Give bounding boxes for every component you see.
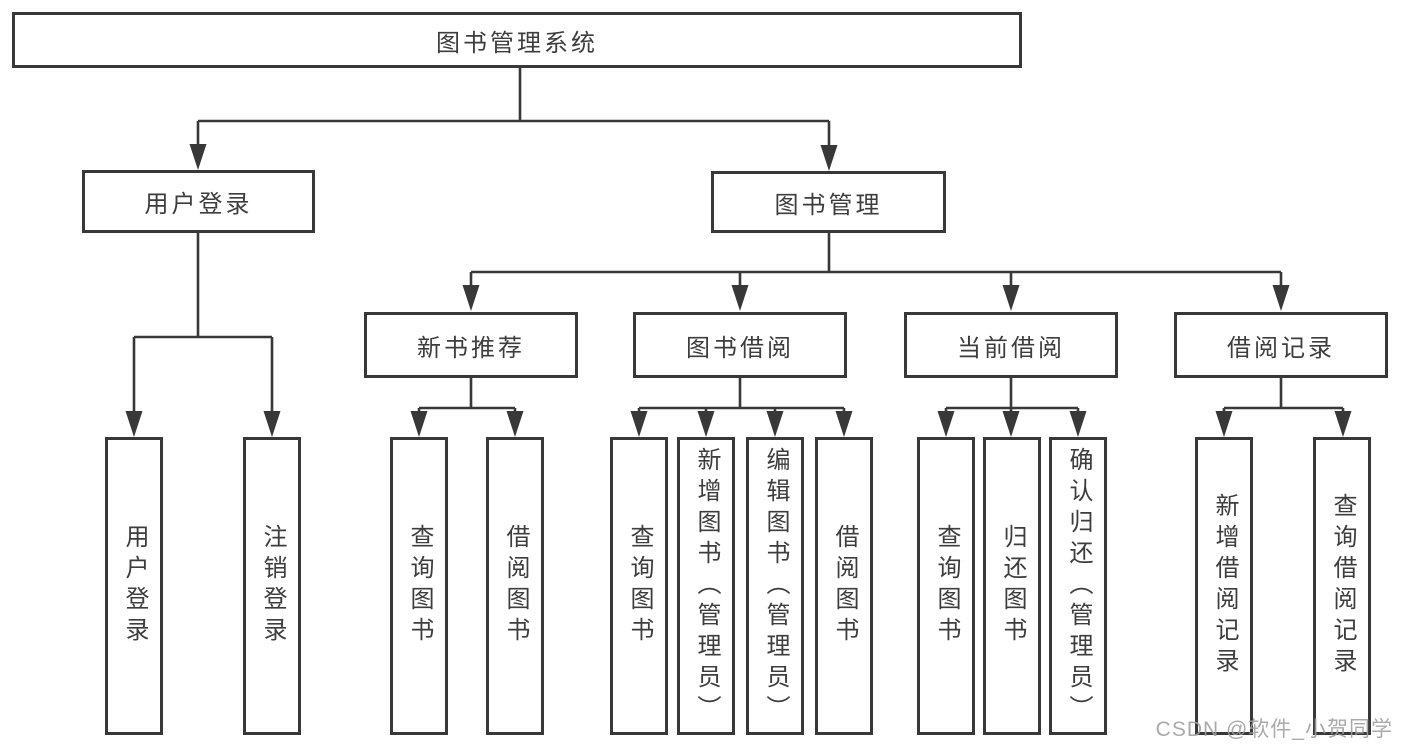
node-new-book-recommendation: 新书推荐	[364, 312, 578, 378]
node-label: 编辑图书（管理员）	[762, 446, 789, 726]
node-label: 用户登录	[144, 191, 253, 218]
leaf-query-books-current: 查询图书	[917, 437, 975, 735]
leaf-query-borrow-record: 查询借阅记录	[1313, 437, 1371, 735]
leaf-confirm-return-admin: 确认归还（管理员）	[1049, 437, 1107, 735]
node-label: 查询图书	[406, 524, 433, 648]
leaf-borrow-books: 借阅图书	[815, 437, 873, 735]
node-label: 借阅图书	[831, 524, 858, 648]
leaf-query-books-recommend: 查询图书	[390, 437, 448, 735]
csdn-watermark: CSDN @软件_小贺同学	[1155, 718, 1393, 741]
node-user-login: 用户登录	[82, 170, 315, 233]
node-book-borrowing: 图书借阅	[633, 312, 847, 378]
node-current-borrowing: 当前借阅	[904, 312, 1118, 378]
leaf-query-books-borrow: 查询图书	[610, 437, 668, 735]
node-label: 查询图书	[626, 524, 653, 648]
node-label: 图书管理系统	[436, 29, 598, 57]
node-label: 用户登录	[121, 524, 148, 648]
leaf-return-books: 归还图书	[983, 437, 1041, 735]
node-label: 归还图书	[999, 524, 1026, 648]
leaf-add-books-admin: 新增图书（管理员）	[677, 437, 735, 735]
leaf-edit-books-admin: 编辑图书（管理员）	[746, 437, 804, 735]
node-book-management: 图书管理	[711, 171, 946, 233]
node-label: 图书管理	[774, 191, 883, 219]
leaf-borrow-books-recommend: 借阅图书	[486, 437, 544, 735]
node-label: 新增图书（管理员）	[693, 446, 720, 726]
node-label: 借阅记录	[1227, 334, 1335, 362]
node-label: 注销登录	[259, 524, 286, 648]
connector-arrowheads	[125, 144, 1352, 437]
leaf-user-login: 用户登录	[105, 437, 163, 735]
node-label: 查询借阅记录	[1329, 493, 1356, 679]
node-label: 图书借阅	[686, 334, 794, 362]
node-library-management-system: 图书管理系统	[12, 12, 1022, 68]
node-borrowing-records: 借阅记录	[1174, 312, 1388, 378]
leaf-add-borrow-record: 新增借阅记录	[1195, 437, 1253, 735]
node-label: 当前借阅	[957, 334, 1065, 362]
node-label: 查询图书	[933, 524, 960, 648]
node-label: 新书推荐	[417, 334, 525, 362]
node-label: 借阅图书	[502, 524, 529, 648]
leaf-logout: 注销登录	[243, 437, 301, 735]
node-label: 新增借阅记录	[1211, 493, 1238, 679]
node-label: 确认归还（管理员）	[1065, 446, 1092, 726]
